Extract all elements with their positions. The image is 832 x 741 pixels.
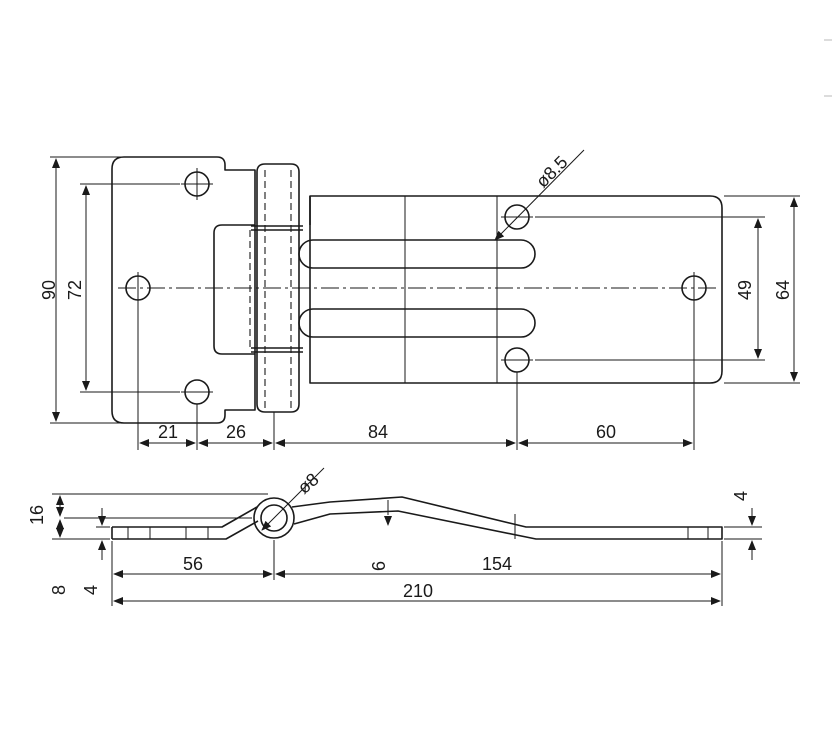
top-view: 90 72 21 26 84 60 49 64 ø8.5: [39, 149, 800, 450]
dim-label-60: 60: [596, 422, 616, 442]
dim-label-hole-dia: ø8.5: [532, 152, 572, 192]
side-pin: [260, 504, 288, 532]
dim-label-49: 49: [735, 280, 755, 300]
side-knuckle-outer: [253, 497, 295, 539]
dim-label-4-left: 4: [81, 585, 101, 595]
right-leaf-outline: [309, 195, 723, 384]
dim-label-6: 6: [369, 561, 389, 571]
dim-label-21: 21: [158, 422, 178, 442]
dim-label-8: 8: [49, 585, 69, 595]
left-leaf-tongue: [213, 224, 255, 355]
dim-label-64: 64: [773, 280, 793, 300]
dim-label-154: 154: [482, 554, 512, 574]
hinge-knuckle: [256, 163, 300, 413]
side-right-leaf: [291, 496, 723, 540]
dim-label-26: 26: [226, 422, 246, 442]
dim-label-84: 84: [368, 422, 388, 442]
side-left-leaf: [111, 506, 259, 540]
dim-label-56: 56: [183, 554, 203, 574]
dim-label-210: 210: [403, 581, 433, 601]
lower-slot: [298, 308, 536, 338]
leader-hole-dia: [494, 149, 585, 241]
left-leaf-outline: [111, 156, 256, 424]
dim-label-72: 72: [65, 280, 85, 300]
dim-label-16: 16: [27, 505, 47, 525]
side-view: 16 8 4 4 6 56 154 210 ø8: [27, 467, 762, 606]
dim-label-90: 90: [39, 280, 59, 300]
leader-pin-dia: [261, 467, 325, 531]
upper-slot: [298, 239, 536, 269]
dim-label-4-right: 4: [731, 491, 751, 501]
